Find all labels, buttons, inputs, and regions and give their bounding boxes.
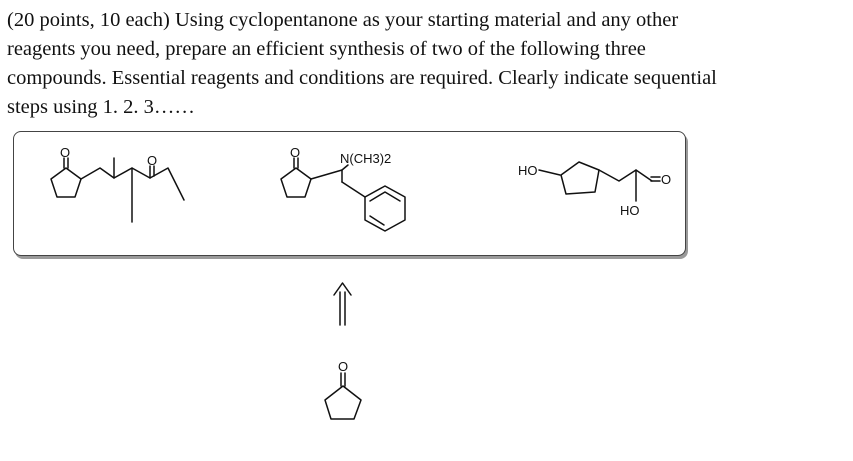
compound-3-carboxyl-hydroxy-label: HO	[620, 203, 640, 218]
compound-1-ring	[50, 167, 82, 198]
compound-1-oxygen-label: O	[60, 145, 70, 160]
compound-3-side-chain	[598, 169, 653, 182]
arrow-head	[333, 282, 352, 296]
question-text: (20 points, 10 each) Using cyclopentanon…	[7, 6, 847, 122]
compound-2-oxygen-label: O	[290, 145, 300, 160]
cyclopentanone-ring	[324, 385, 362, 420]
question-line-3: compounds. Essential reagents and condit…	[7, 67, 717, 89]
compound-3-carbonyl-oxygen-label: O	[661, 172, 671, 187]
compound-3-cyclopentane-ring	[560, 161, 600, 195]
question-line-4: steps using 1. 2. 3……	[7, 96, 195, 118]
compound-3-hydroxy-label: HO	[518, 163, 538, 178]
compound-1-ketone-oxygen-label: O	[147, 153, 157, 168]
compound-2-dimethylamino-label: N(CH3)2	[340, 151, 391, 166]
compound-2-cyclopentane-ring	[280, 167, 312, 198]
compound-2-amine-bond	[341, 164, 349, 171]
compound-2-benzene-ring	[364, 185, 406, 232]
question-line-1: (20 points, 10 each) Using cyclopentanon…	[7, 9, 679, 31]
compound-2-benzene-inner-b	[369, 215, 385, 226]
compound-2-benzene-inner	[369, 191, 401, 202]
compound-2-phenyl-bond	[341, 181, 366, 198]
compound-3-ho-bond	[538, 169, 561, 176]
cyclopentanone-oxygen-label: O	[338, 359, 348, 374]
question-line-2: reagents you need, prepare an efficient …	[7, 38, 646, 60]
